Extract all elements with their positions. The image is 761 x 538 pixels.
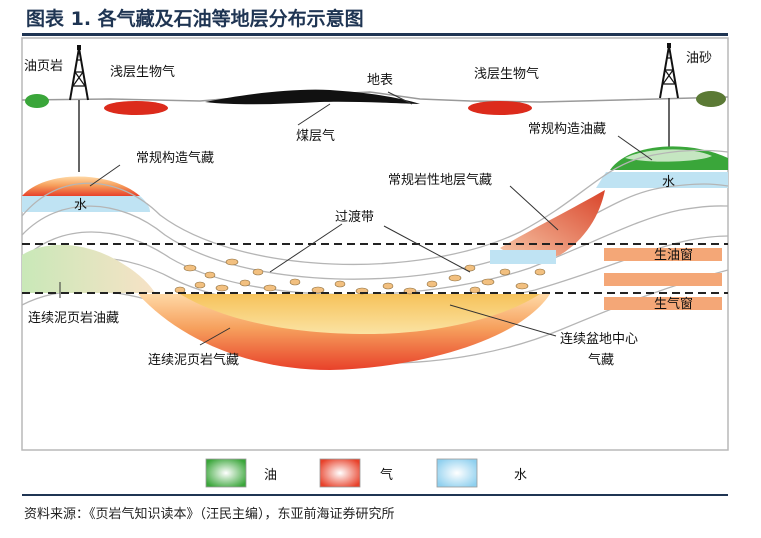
figure-title: 图表 1. 各气藏及石油等地层分布示意图 xyxy=(26,8,364,30)
structural-gas-cap xyxy=(22,176,140,196)
label-coalbed-gas: 煤层气 xyxy=(296,128,335,144)
label-structural-gas: 常规构造气藏 xyxy=(136,150,214,166)
label-shallow-biogas-left: 浅层生物气 xyxy=(110,64,175,80)
lithologic-water-zone xyxy=(490,250,556,264)
label-shale-oil: 连续泥页岩油藏 xyxy=(28,310,119,326)
legend: 油 气 水 xyxy=(205,458,527,488)
source-divider xyxy=(22,494,728,496)
figure-source: 资料来源：《页岩气知识读本》（汪民主编），东亚前海证券研究所 xyxy=(24,507,395,522)
coal-seam xyxy=(205,89,420,105)
label-water-right: 水 xyxy=(662,175,675,190)
legend-swatch-oil xyxy=(205,458,247,488)
oil-shale-deposit xyxy=(25,94,49,108)
oil-window-band xyxy=(604,248,722,261)
basin-center-gas xyxy=(180,294,540,335)
transition-zone-sands xyxy=(174,258,546,295)
oil-derrick-icon xyxy=(69,45,89,172)
label-oil-shale: 油页岩 xyxy=(24,59,63,74)
label-water-left: 水 xyxy=(74,198,87,213)
leader-lines xyxy=(59,91,653,346)
label-transition-zone: 过渡带 xyxy=(335,209,374,225)
oil-window-band-2 xyxy=(604,273,722,286)
label-oil-window: 生油窗 xyxy=(654,247,693,263)
lithologic-gas-wedge xyxy=(500,190,605,259)
label-lithologic-gas: 常规岩性地层气藏 xyxy=(388,172,492,188)
label-structural-oil: 常规构造油藏 xyxy=(528,122,606,137)
label-oil-sand: 油砂 xyxy=(686,51,712,66)
ground-surface-line xyxy=(21,91,729,103)
legend-label-water: 水 xyxy=(514,468,527,483)
legend-swatch-gas xyxy=(319,458,361,488)
left-water-zone xyxy=(22,196,150,212)
legend-label-oil: 油 xyxy=(264,468,277,483)
legend-swatch-water xyxy=(436,458,478,488)
oil-sand-deposit xyxy=(696,91,726,107)
label-gas-window: 生气窗 xyxy=(654,296,693,312)
label-shale-gas: 连续泥页岩气藏 xyxy=(148,352,239,368)
oil-derrick-icon xyxy=(659,43,679,150)
label-shallow-biogas-right: 浅层生物气 xyxy=(474,66,539,82)
shallow-biogas-right xyxy=(468,101,532,115)
gas-window-band xyxy=(604,297,722,310)
continuous-shale-oil xyxy=(22,244,155,293)
label-basin-center-line2: 气藏 xyxy=(588,352,614,368)
shallow-biogas-left xyxy=(104,101,168,115)
legend-label-gas: 气 xyxy=(380,467,393,483)
label-basin-center-line1: 连续盆地中心 xyxy=(560,331,638,347)
title-divider xyxy=(22,33,728,36)
label-surface: 地表 xyxy=(367,73,393,88)
